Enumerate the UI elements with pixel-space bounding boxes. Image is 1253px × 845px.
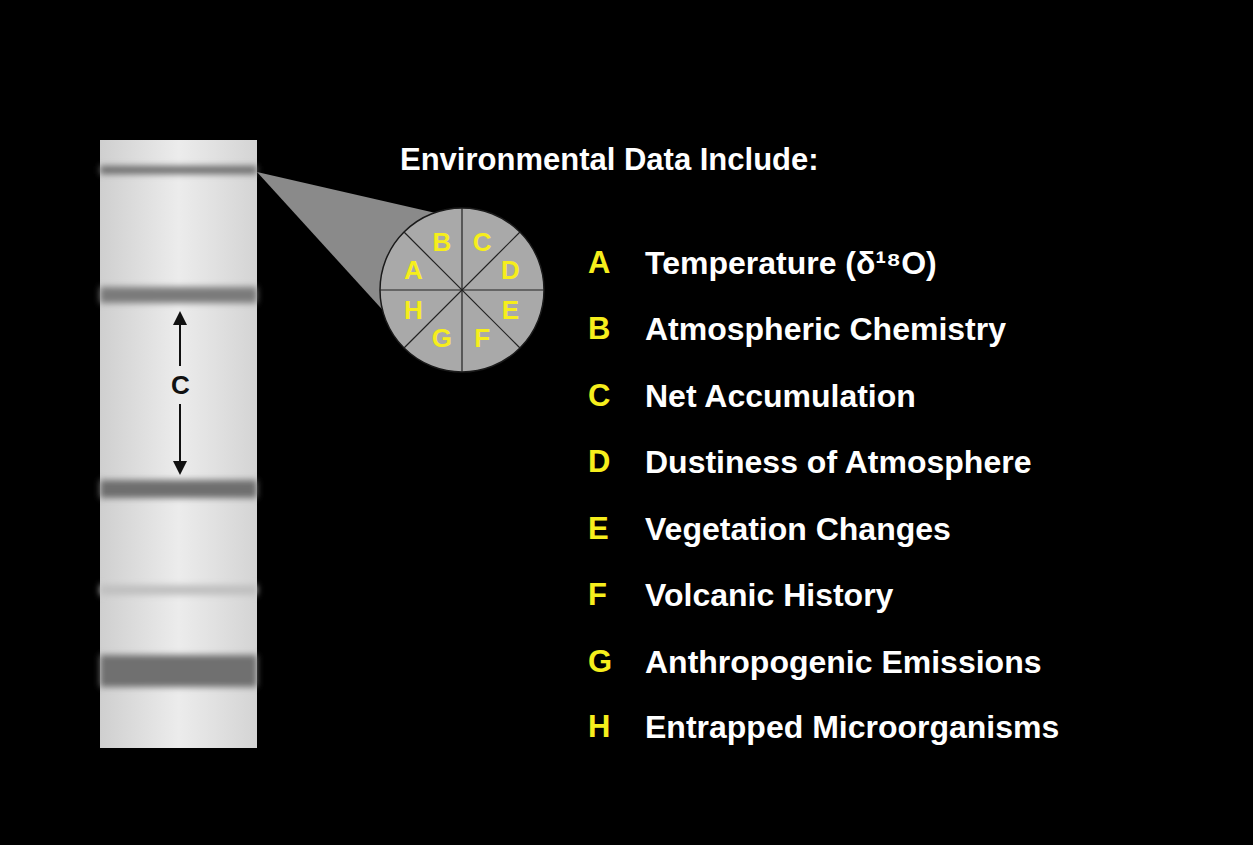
ice-core-strip [100,140,257,748]
annual-band [100,166,257,174]
list-item: Anthropogenic Emissions [645,646,1041,678]
title: Environmental Data Include: [400,144,819,175]
sector-letter: F [474,325,490,351]
circle-outline [378,206,546,374]
sector-letter: D [501,257,520,283]
dimension-label: C [171,372,190,398]
list-letter: H [588,711,610,742]
list-letter: C [588,380,610,411]
sector-divider [404,232,520,348]
annual-band [100,287,257,303]
list-letter: D [588,446,610,477]
list-letter: E [588,513,609,544]
sector-letter: G [432,325,452,351]
annual-bands [100,166,257,687]
list-letter: F [588,579,607,610]
accumulation-arrow [179,404,181,468]
annual-band [100,480,257,498]
sector-letter: H [404,297,423,323]
sector-letter: B [433,229,452,255]
sector-letter: C [473,229,492,255]
list-item: Volcanic History [645,579,893,611]
circle-shape [380,208,544,372]
list-letter: B [588,313,610,344]
list-letter: A [588,247,610,278]
sector-letter: A [404,257,423,283]
zoom-wedge [257,172,440,340]
list-letter: G [588,646,612,677]
list-item: Vegetation Changes [645,513,951,545]
list-item: Atmospheric Chemistry [645,313,1006,345]
list-item: Dustiness of Atmosphere [645,446,1031,478]
sector-letter: E [502,297,519,323]
annual-band [100,655,257,687]
annual-band [100,585,257,595]
accumulation-arrow [179,318,181,366]
sector-circle: ABCDEFGH [378,206,546,374]
list-item: Temperature (δ¹⁸O) [645,247,937,279]
list-item: Net Accumulation [645,380,916,412]
list-item: Entrapped Microorganisms [645,711,1059,743]
